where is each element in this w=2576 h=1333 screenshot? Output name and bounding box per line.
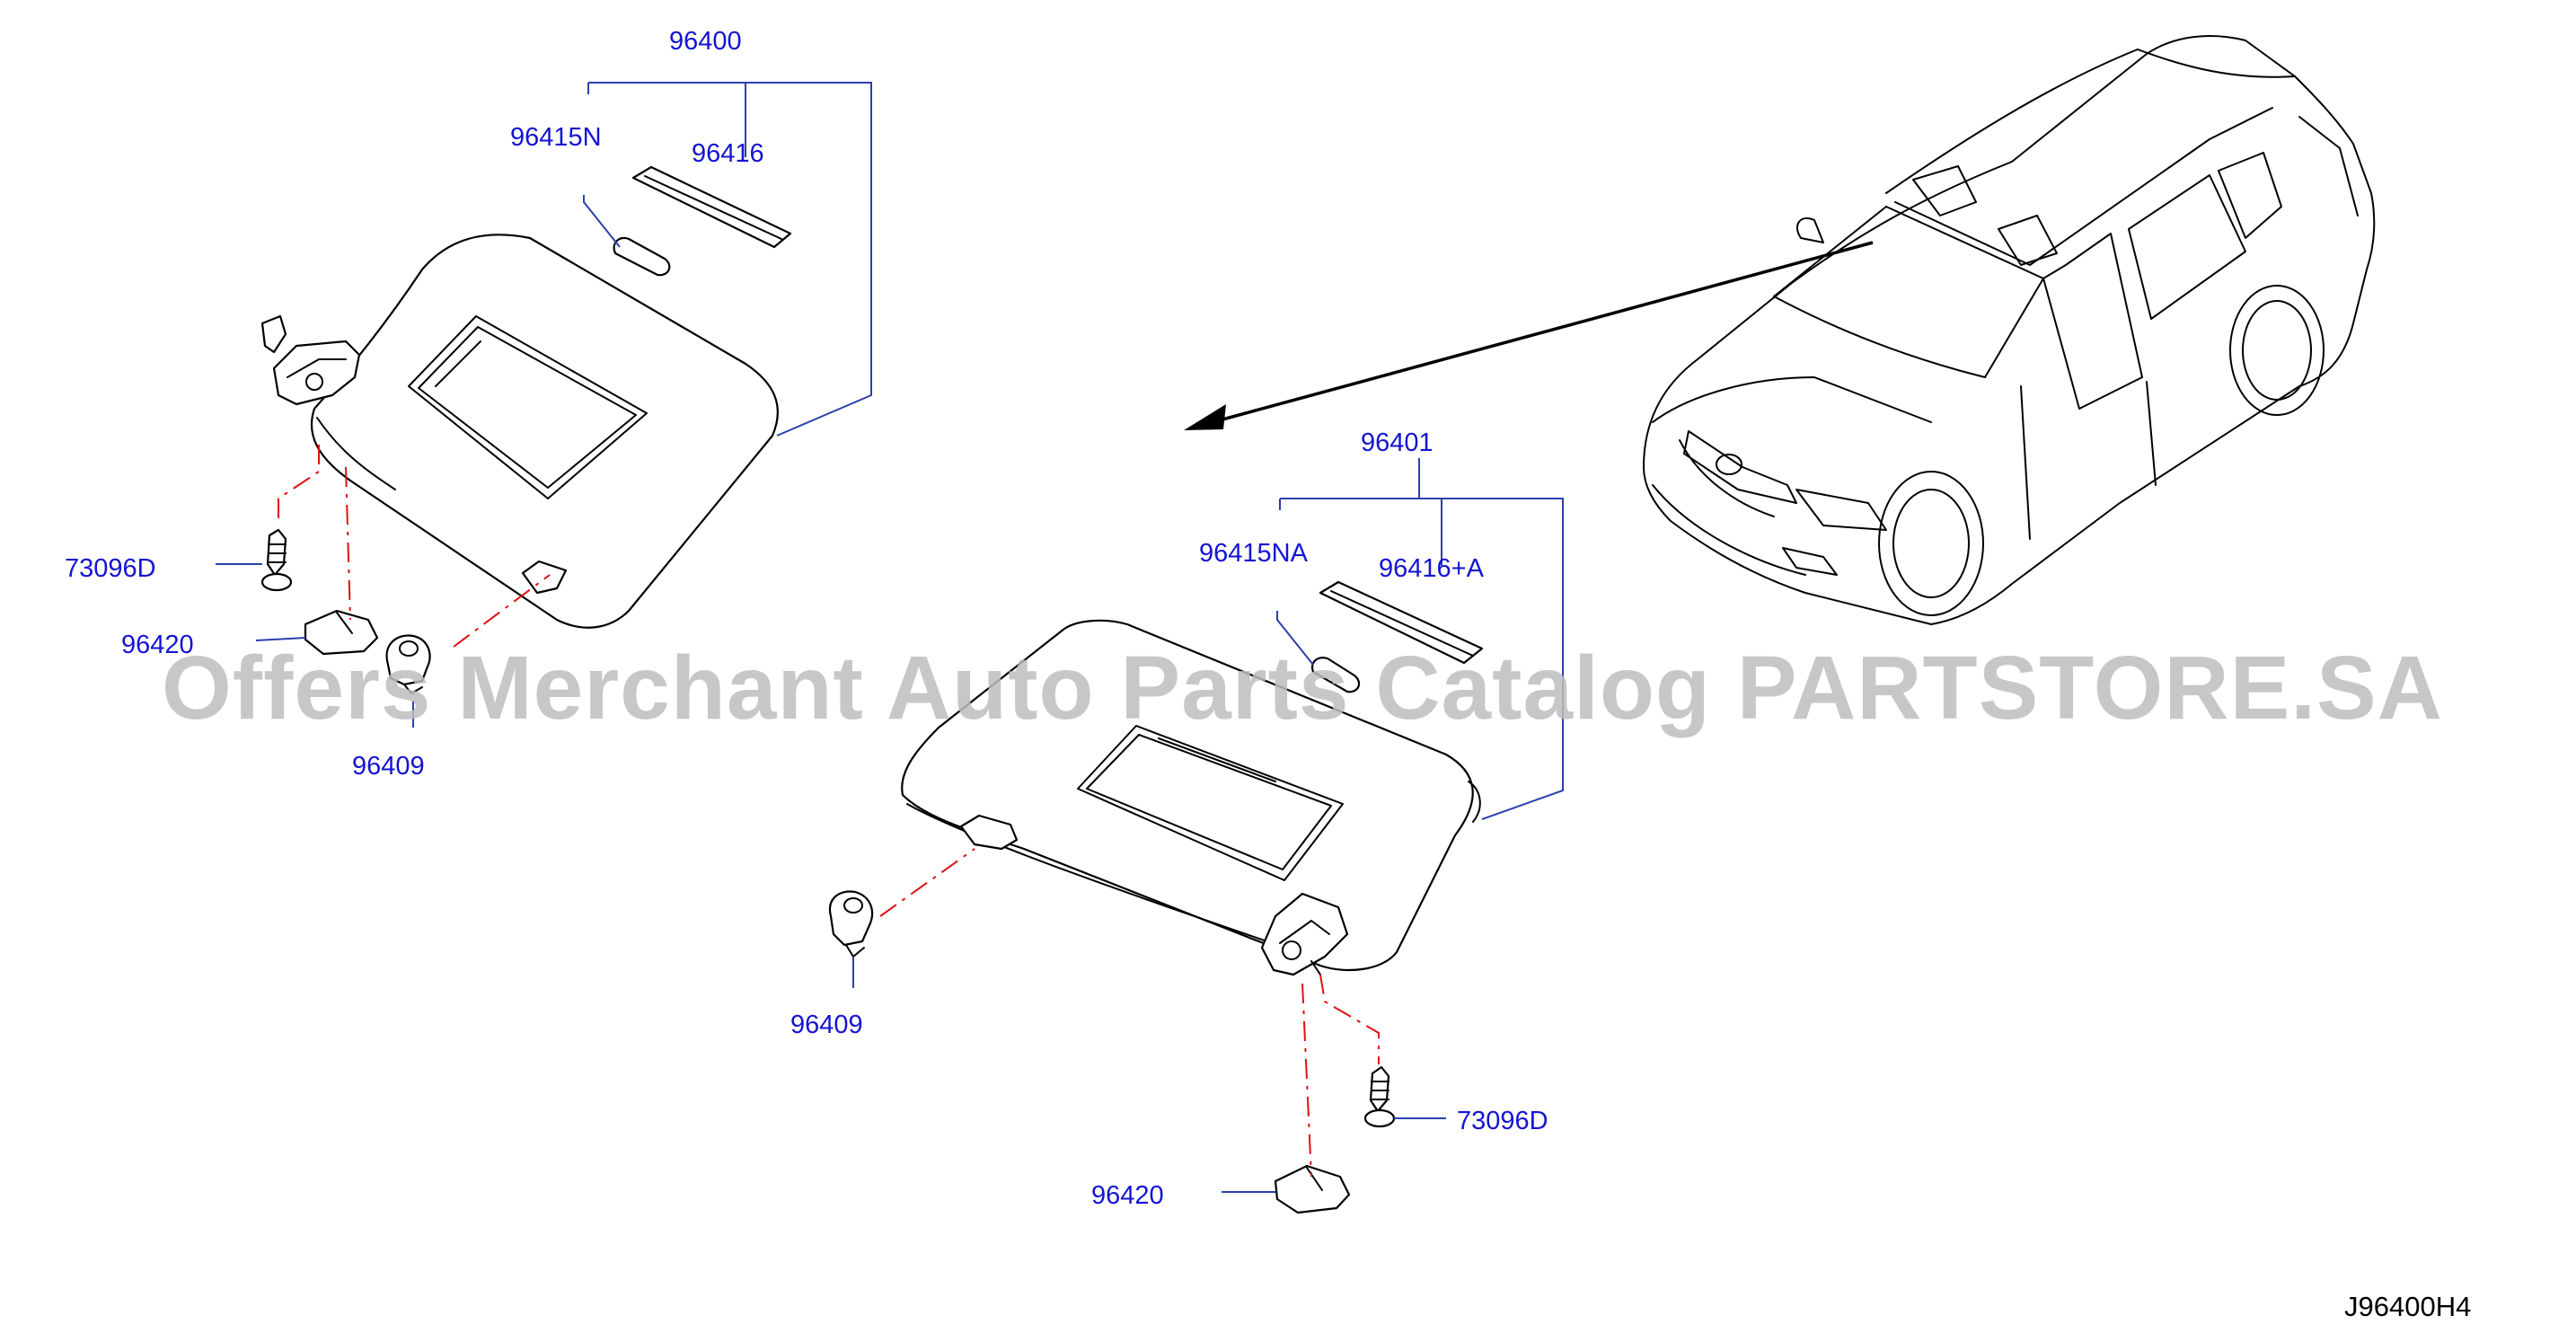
vehicle-outline-icon <box>1643 35 2376 625</box>
watermark: Offers Merchant Auto Parts Catalog PARTS… <box>162 638 2443 738</box>
vanity-lamp-96416[interactable] <box>631 165 792 249</box>
callout-96401[interactable]: 96401 <box>1361 428 1434 457</box>
callout-96409-right[interactable]: 96409 <box>790 1011 863 1039</box>
callout-73096d-left[interactable]: 73096D <box>65 554 156 583</box>
visor-clip-tab-left[interactable] <box>521 560 568 595</box>
cover-96420-left[interactable] <box>304 609 379 656</box>
visor-holder-right[interactable] <box>1260 892 1349 976</box>
leaders-left <box>216 82 872 728</box>
sun-visor-left[interactable] <box>310 234 779 629</box>
screw-73096d-right[interactable] <box>1363 1065 1396 1128</box>
visor-clip-tab-right[interactable] <box>959 814 1019 851</box>
callout-96415n[interactable]: 96415N <box>510 123 602 152</box>
callout-96416[interactable]: 96416 <box>692 139 764 168</box>
phantom-lines-left <box>278 445 551 648</box>
diagram-code: J96400H4 <box>2344 1291 2471 1322</box>
screw-73096d-left[interactable] <box>260 528 293 592</box>
callout-96409-left[interactable]: 96409 <box>352 752 425 781</box>
vanity-lamp-96416a[interactable] <box>1319 580 1484 665</box>
hook-96409-left[interactable] <box>385 634 431 694</box>
hook-96409-right[interactable] <box>828 890 874 958</box>
callout-96420-left[interactable]: 96420 <box>121 631 194 659</box>
lamp-lens-96415n[interactable] <box>613 236 671 277</box>
cover-96420-right[interactable] <box>1274 1164 1351 1214</box>
lamp-lens-96415na[interactable] <box>1311 657 1361 693</box>
location-arrow <box>1184 241 1874 430</box>
callout-96420-right[interactable]: 96420 <box>1091 1181 1164 1210</box>
callout-73096d-right[interactable]: 73096D <box>1457 1107 1548 1135</box>
callout-96415na[interactable]: 96415NA <box>1199 539 1309 568</box>
callout-96416a[interactable]: 96416+A <box>1379 554 1485 583</box>
leaders-right <box>852 458 1564 1193</box>
phantom-lines-right <box>879 848 1380 1178</box>
visor-holder-left[interactable] <box>260 314 361 406</box>
callout-96400[interactable]: 96400 <box>669 27 742 56</box>
